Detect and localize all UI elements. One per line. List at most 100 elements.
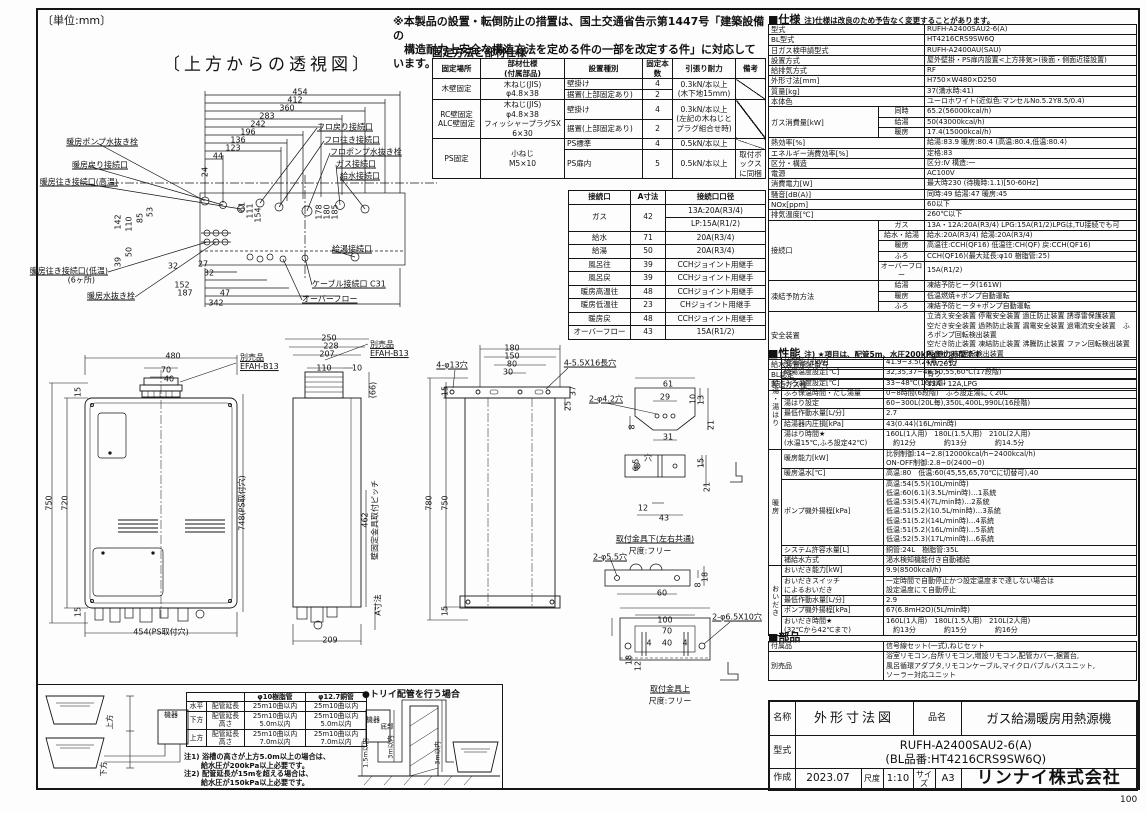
table-cell: ポンプ機外揚程[kPa] bbox=[781, 478, 884, 546]
table-cell: 浴室リモコン,台所リモコン,増設リモコン,配管カバー,据置台, 風呂循環アダプタ… bbox=[883, 651, 1137, 682]
table-cell: φ12.7銅管 bbox=[305, 691, 367, 703]
table-cell: 160L(1人用) 180L(1.5人用) 210L(2人用) 約12分 約13… bbox=[883, 429, 1137, 450]
table-cell: PS固定 bbox=[432, 138, 481, 179]
table-cell: おいだき能力[kW] bbox=[781, 565, 884, 577]
table-row: システム許容水量[L]銅管:24L 樹脂管:35L bbox=[769, 544, 1137, 556]
table-cell: 0~8時間(6段階) ふろ設定湯にて20L bbox=[883, 387, 1137, 400]
table-cell: 5 bbox=[642, 148, 673, 179]
table-cell: 同時:49 給湯:47 暖房:45 bbox=[924, 188, 1138, 201]
piping-notes: 注1) 浴槽の高さが上方5.0m以上の場合は、 給水圧が200kPa以上必要です… bbox=[184, 752, 331, 787]
table-cell: 配管延長 bbox=[206, 701, 245, 712]
table-cell: CCHジョイント用継手 bbox=[665, 271, 766, 286]
table-cell: 同時 bbox=[877, 106, 926, 118]
table-row: 消費電力[W]最大時230 (待機時:1.1)[50-60Hz] bbox=[767, 178, 1138, 190]
table-cell: 給湯器内圧損[kPa] bbox=[781, 418, 884, 431]
installation-notice: ※本製品の設置・転倒防止の措置は、国土交通省告示第1447号「建築設備の 構造耐… bbox=[393, 15, 765, 70]
table-cell: φ10樹脂管 bbox=[244, 691, 306, 703]
table-cell: 最大時230 (待機時:1.1)[50-60Hz] bbox=[924, 178, 1138, 190]
table-cell: 給水 bbox=[568, 230, 631, 245]
bracket-details-drawing bbox=[604, 377, 743, 681]
table-cell: 4 bbox=[642, 78, 673, 90]
front-view-drawing bbox=[49, 355, 244, 637]
table-cell: 48 bbox=[630, 284, 666, 299]
table-cell: 引張り耐力 bbox=[672, 58, 736, 79]
table-row: 騒音[dB(A)]同時:49 給湯:47 暖房:45 bbox=[767, 188, 1138, 201]
table-cell: 壁掛け bbox=[564, 78, 643, 90]
table-cell: 2.9 bbox=[883, 595, 1137, 607]
table-cell: 50(43000kcal/h) bbox=[924, 116, 1138, 128]
table-cell: 暖房 bbox=[877, 290, 926, 303]
table-cell: 区分・構造 bbox=[767, 157, 926, 170]
table-cell: 据置(上部固定あり) bbox=[564, 88, 643, 100]
table-cell: 型式 bbox=[767, 23, 926, 36]
title-block-size-label: サイズ bbox=[912, 767, 936, 791]
fixing-table-title: 固定方法と部材仕様 bbox=[432, 47, 527, 59]
table-cell: 暖房温水[℃] bbox=[781, 468, 884, 480]
table-row: 最低作動水量[L/分]2.9 bbox=[769, 595, 1137, 607]
table-row: 別売品浴室リモコン,台所リモコン,増設リモコン,配管カバー,据置台, 風呂循環ア… bbox=[768, 651, 1137, 682]
table-row: RC壁固定 ALC壁固定木ねじ(JIS) φ4.8×38 フィッシャープラグSX… bbox=[432, 99, 766, 139]
table-row: 質量[kg]37(満水時:41) bbox=[767, 85, 1138, 98]
table-cell: ふろ bbox=[877, 250, 926, 262]
table-cell: 暖房戻 bbox=[568, 311, 631, 326]
table-cell: 25m10曲以内 7.0m以内 bbox=[305, 728, 367, 748]
table-cell: 最低作動水量[L/分] bbox=[781, 408, 884, 420]
table-cell: 凍結予防ヒータ+ポンプ自動運転 bbox=[924, 301, 1138, 313]
table-cell: 20A(R3/4) bbox=[665, 244, 766, 259]
table-cell: 騒音[dB(A)] bbox=[767, 188, 926, 201]
table-cell: 260℃以下 bbox=[924, 209, 1138, 221]
table-cell: 20A(R3/4) bbox=[665, 230, 766, 245]
table-cell: 15A(R1/2) bbox=[924, 260, 1138, 282]
table-row: 補給水方式渇水検知機能付き自動補給 bbox=[769, 554, 1137, 567]
table-cell: 壁掛け bbox=[564, 99, 643, 120]
table-cell: 39 bbox=[630, 271, 666, 286]
table-cell: ふろ保温時間・たし湯量 bbox=[781, 387, 884, 400]
table-row: 給湯・湯はり給湯能力[kW]41.9~3.5(24号~2号) bbox=[768, 356, 1137, 450]
table-cell: ふろ bbox=[877, 301, 926, 313]
table-cell: 給湯 bbox=[568, 244, 631, 259]
performance-title: ■性能 bbox=[768, 347, 801, 360]
table-cell: 高温:54(5.5)(10L/min時) 低温:60(6.1)(3.5L/min… bbox=[883, 478, 1137, 546]
table-cell: 低温燃焼+ポンプ自動運転 bbox=[924, 290, 1138, 303]
table-cell: 補給水方式 bbox=[781, 554, 884, 567]
table-cell: 凍結予防ヒータ(161W) bbox=[924, 280, 1138, 292]
table-row: 熱効率[%]給湯:83.9 暖房:80.4 (高温:80.4,低温:80.4) bbox=[767, 137, 1138, 149]
table-cell: 風呂戻 bbox=[568, 271, 631, 286]
table-cell: 暖房 bbox=[768, 448, 782, 567]
side-view-drawing bbox=[285, 338, 376, 645]
table-cell: 67(6.8mH2O)(5L/min時) bbox=[883, 605, 1137, 617]
piping-box bbox=[37, 684, 503, 789]
page-number: 100 bbox=[1120, 795, 1138, 805]
table-cell: 水平 bbox=[186, 701, 207, 712]
table-cell: 17.4(15000kcal/h) bbox=[924, 126, 1138, 139]
table-cell: エネルギー消費効率[%] bbox=[767, 147, 926, 159]
title-block-name-label: 名称 bbox=[768, 700, 796, 736]
table-cell bbox=[735, 78, 766, 100]
table-cell: 41.9~3.5(24号~2号) bbox=[883, 356, 1137, 369]
table-row: 暖房高温往:CCH(QF16) 低温往:CH(QF) 戻:CCH(QF16) bbox=[769, 240, 1138, 252]
table-cell: 高温:80 低温:60(45,55,65,70℃に切替可),40 bbox=[883, 468, 1137, 480]
table-cell: おいだきスイッチ によるおいだき bbox=[781, 575, 884, 597]
title-block-date-value: 2023.07 bbox=[794, 767, 862, 791]
table-cell: 暖房能力[kW] bbox=[781, 448, 884, 470]
table-cell: RUFH-A2400SAU2-6(A) bbox=[924, 23, 1138, 36]
table-cell: 25m10曲以内 5.0m以内 bbox=[244, 710, 306, 730]
table-row: 暖房暖房能力[kW]比例制御:14~2.8(12000kcal/h~2400kc… bbox=[768, 448, 1137, 567]
table-cell: ガス消費量[kW] bbox=[768, 106, 879, 139]
table-cell: 給湯・湯はり bbox=[768, 357, 782, 450]
table-cell: 給湯 bbox=[877, 280, 926, 292]
torii-title: ●トリイ配管を行う場合 bbox=[362, 690, 460, 700]
table-cell: 別売品 bbox=[768, 651, 884, 682]
table-cell: 渇水検知機能付き自動補給 bbox=[883, 554, 1137, 567]
table-row: 据置(上部固定あり)2 bbox=[433, 118, 766, 139]
unit-label: 〔単位:mm〕 bbox=[42, 14, 112, 27]
table-cell: BL型式 bbox=[767, 34, 926, 46]
